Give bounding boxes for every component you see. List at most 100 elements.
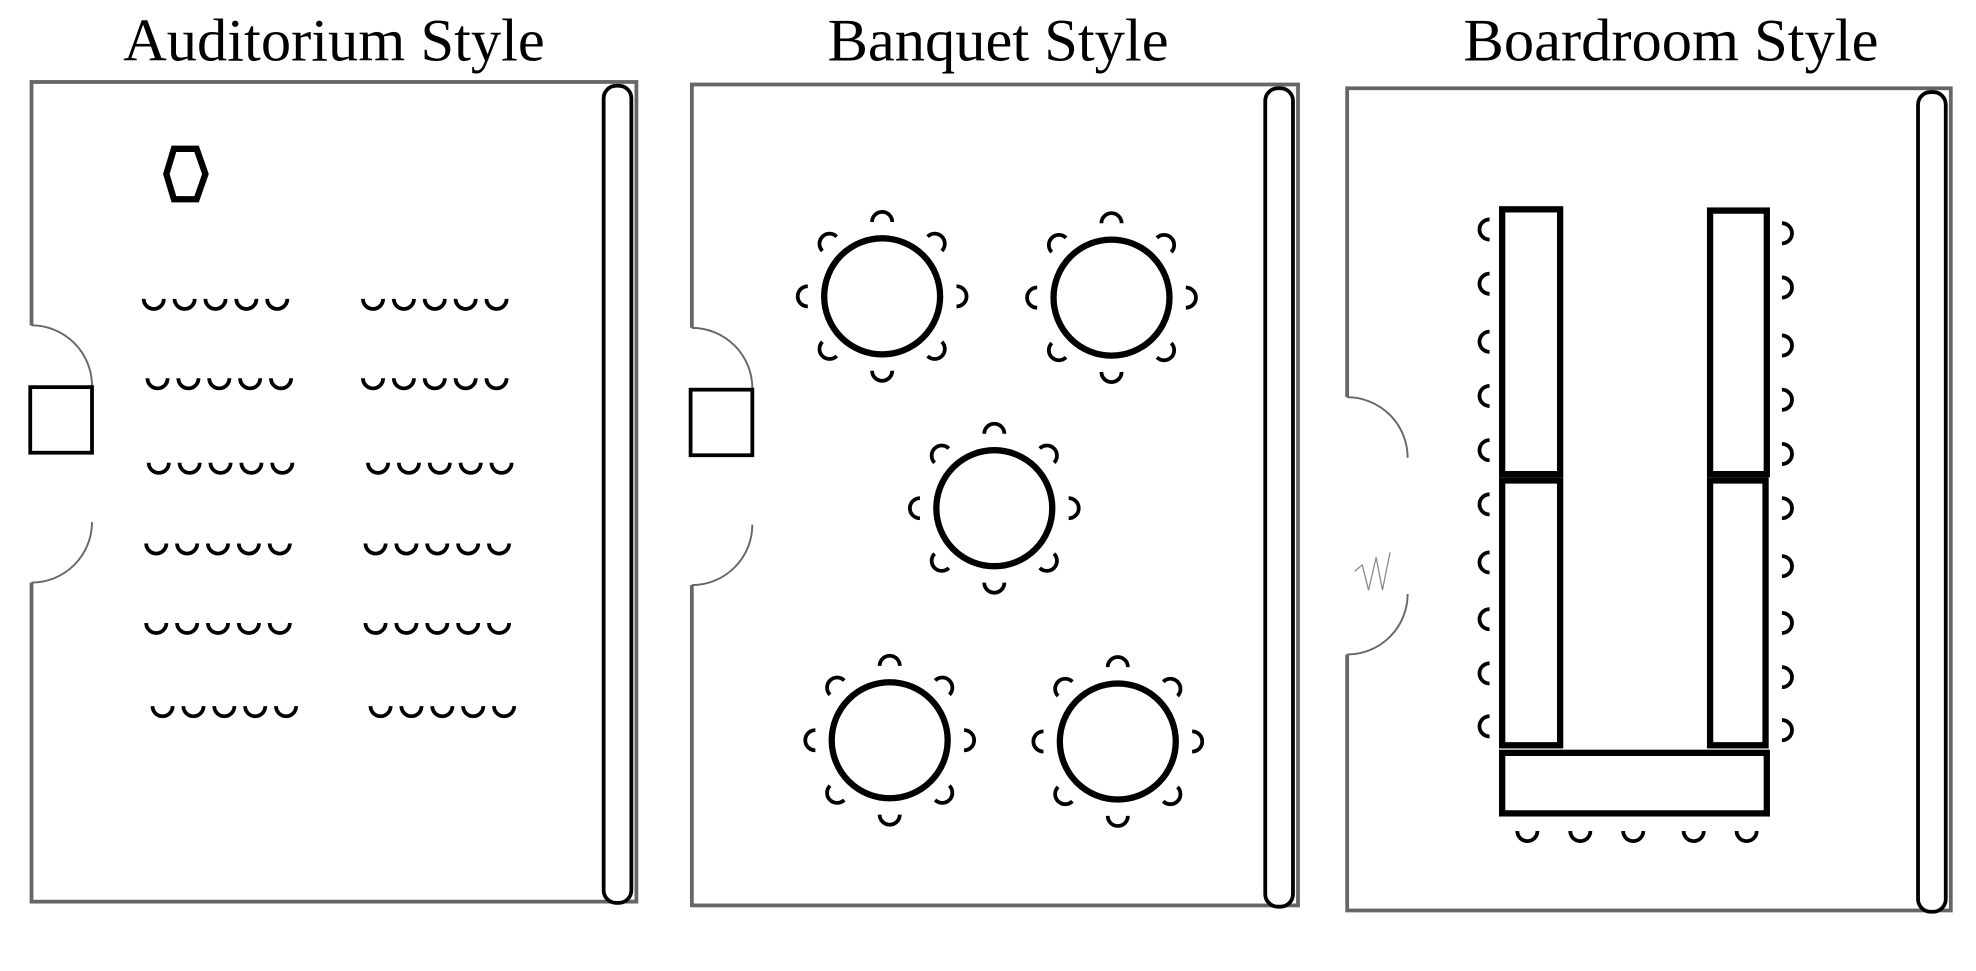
chair-icon <box>1155 341 1177 363</box>
rect-table <box>1499 206 1564 478</box>
chair-icon <box>1161 676 1183 698</box>
chair-icon <box>1781 387 1794 412</box>
chair-icon <box>176 378 201 391</box>
chair-icon <box>926 231 947 253</box>
chair-icon <box>269 378 293 391</box>
chair-icon <box>817 231 839 253</box>
round-table <box>1050 236 1173 359</box>
door-swing <box>31 324 93 386</box>
chair-icon <box>1477 714 1490 739</box>
chair-icon <box>1161 785 1183 807</box>
chair-icon <box>212 705 237 719</box>
chair-icon <box>933 675 955 697</box>
chair-icon <box>363 543 388 556</box>
chair-icon <box>243 705 268 719</box>
chair-icon <box>461 705 486 719</box>
chair-icon <box>1781 554 1794 579</box>
chair-icon <box>1185 285 1198 310</box>
chair-icon <box>146 462 171 475</box>
coat-rack-icon <box>1354 552 1391 591</box>
boardroom-plan <box>1343 86 1953 914</box>
door-swing <box>1347 396 1409 458</box>
chair-icon <box>877 653 902 667</box>
door-box <box>28 385 94 455</box>
chair-icon <box>1477 661 1490 686</box>
chair-icon <box>368 705 393 719</box>
chair-icon <box>487 543 512 556</box>
partition-wall <box>1263 86 1295 909</box>
chair-icon <box>1781 496 1794 521</box>
chair-icon <box>391 378 416 391</box>
chair-icon <box>453 378 478 391</box>
chair-icon <box>487 622 512 635</box>
chair-icon <box>926 340 947 361</box>
podium-icon <box>163 145 209 203</box>
partition-wall <box>1916 90 1948 914</box>
chair-icon <box>427 462 452 475</box>
chair-icon <box>366 462 391 475</box>
chair-icon <box>1068 496 1081 521</box>
chair-icon <box>234 298 259 311</box>
chair-icon <box>394 543 419 556</box>
chair-icon <box>982 582 1007 595</box>
chair-icon <box>361 298 385 311</box>
chair-icon <box>1781 333 1794 358</box>
chair-icon <box>933 784 955 805</box>
chair-icon <box>1568 830 1593 843</box>
chair-icon <box>363 622 388 635</box>
chair-icon <box>1781 665 1794 690</box>
chair-icon <box>239 462 264 475</box>
chair-icon <box>458 462 483 475</box>
chair-icon <box>825 675 846 697</box>
chair-icon <box>1025 285 1038 310</box>
chair-icon <box>267 622 292 635</box>
chair-icon <box>1099 371 1124 384</box>
boardroom-title: Boardroom Style <box>1464 8 1879 75</box>
chair-icon <box>175 622 200 635</box>
chair-icon <box>238 378 263 391</box>
chair-icon <box>208 462 233 475</box>
chair-icon <box>422 298 447 311</box>
chair-icon <box>265 298 290 311</box>
chair-icon <box>492 705 517 719</box>
chair-icon <box>267 543 292 556</box>
chair-icon <box>144 543 169 556</box>
chair-icon <box>963 728 977 753</box>
door-swing <box>1347 593 1409 656</box>
chair-icon <box>1053 785 1074 807</box>
chair-icon <box>982 421 1007 435</box>
round-table <box>828 679 951 802</box>
chair-icon <box>207 378 232 391</box>
chair-icon <box>1038 443 1059 465</box>
chair-icon <box>145 378 170 391</box>
chair-icon <box>803 728 816 753</box>
chair-icon <box>1105 815 1130 828</box>
chair-icon <box>206 543 230 556</box>
chair-icon <box>795 284 809 309</box>
chair-icon <box>1477 217 1490 242</box>
chair-icon <box>361 378 385 391</box>
chair-icon <box>453 298 478 311</box>
chair-icon <box>1477 550 1490 575</box>
chair-icon <box>175 543 200 556</box>
chair-icon <box>391 298 416 311</box>
chair-icon <box>236 543 261 556</box>
chair-icon <box>1155 233 1177 254</box>
chair-icon <box>825 784 846 805</box>
chair-icon <box>877 814 902 827</box>
chair-icon <box>1477 438 1490 463</box>
chair-icon <box>1781 275 1794 300</box>
round-table <box>933 447 1056 570</box>
chair-icon <box>956 284 969 309</box>
chair-icon <box>1781 221 1794 246</box>
chair-icon <box>484 378 509 391</box>
chair-icon <box>1053 676 1074 698</box>
door-opening <box>1343 397 1354 655</box>
chair-icon <box>1099 211 1124 224</box>
chair-icon <box>1515 830 1540 843</box>
chair-icon <box>1781 610 1794 635</box>
chair-icon <box>1477 383 1490 408</box>
chair-icon <box>236 622 261 635</box>
chair-icon <box>422 378 447 391</box>
chair-icon <box>203 298 228 311</box>
